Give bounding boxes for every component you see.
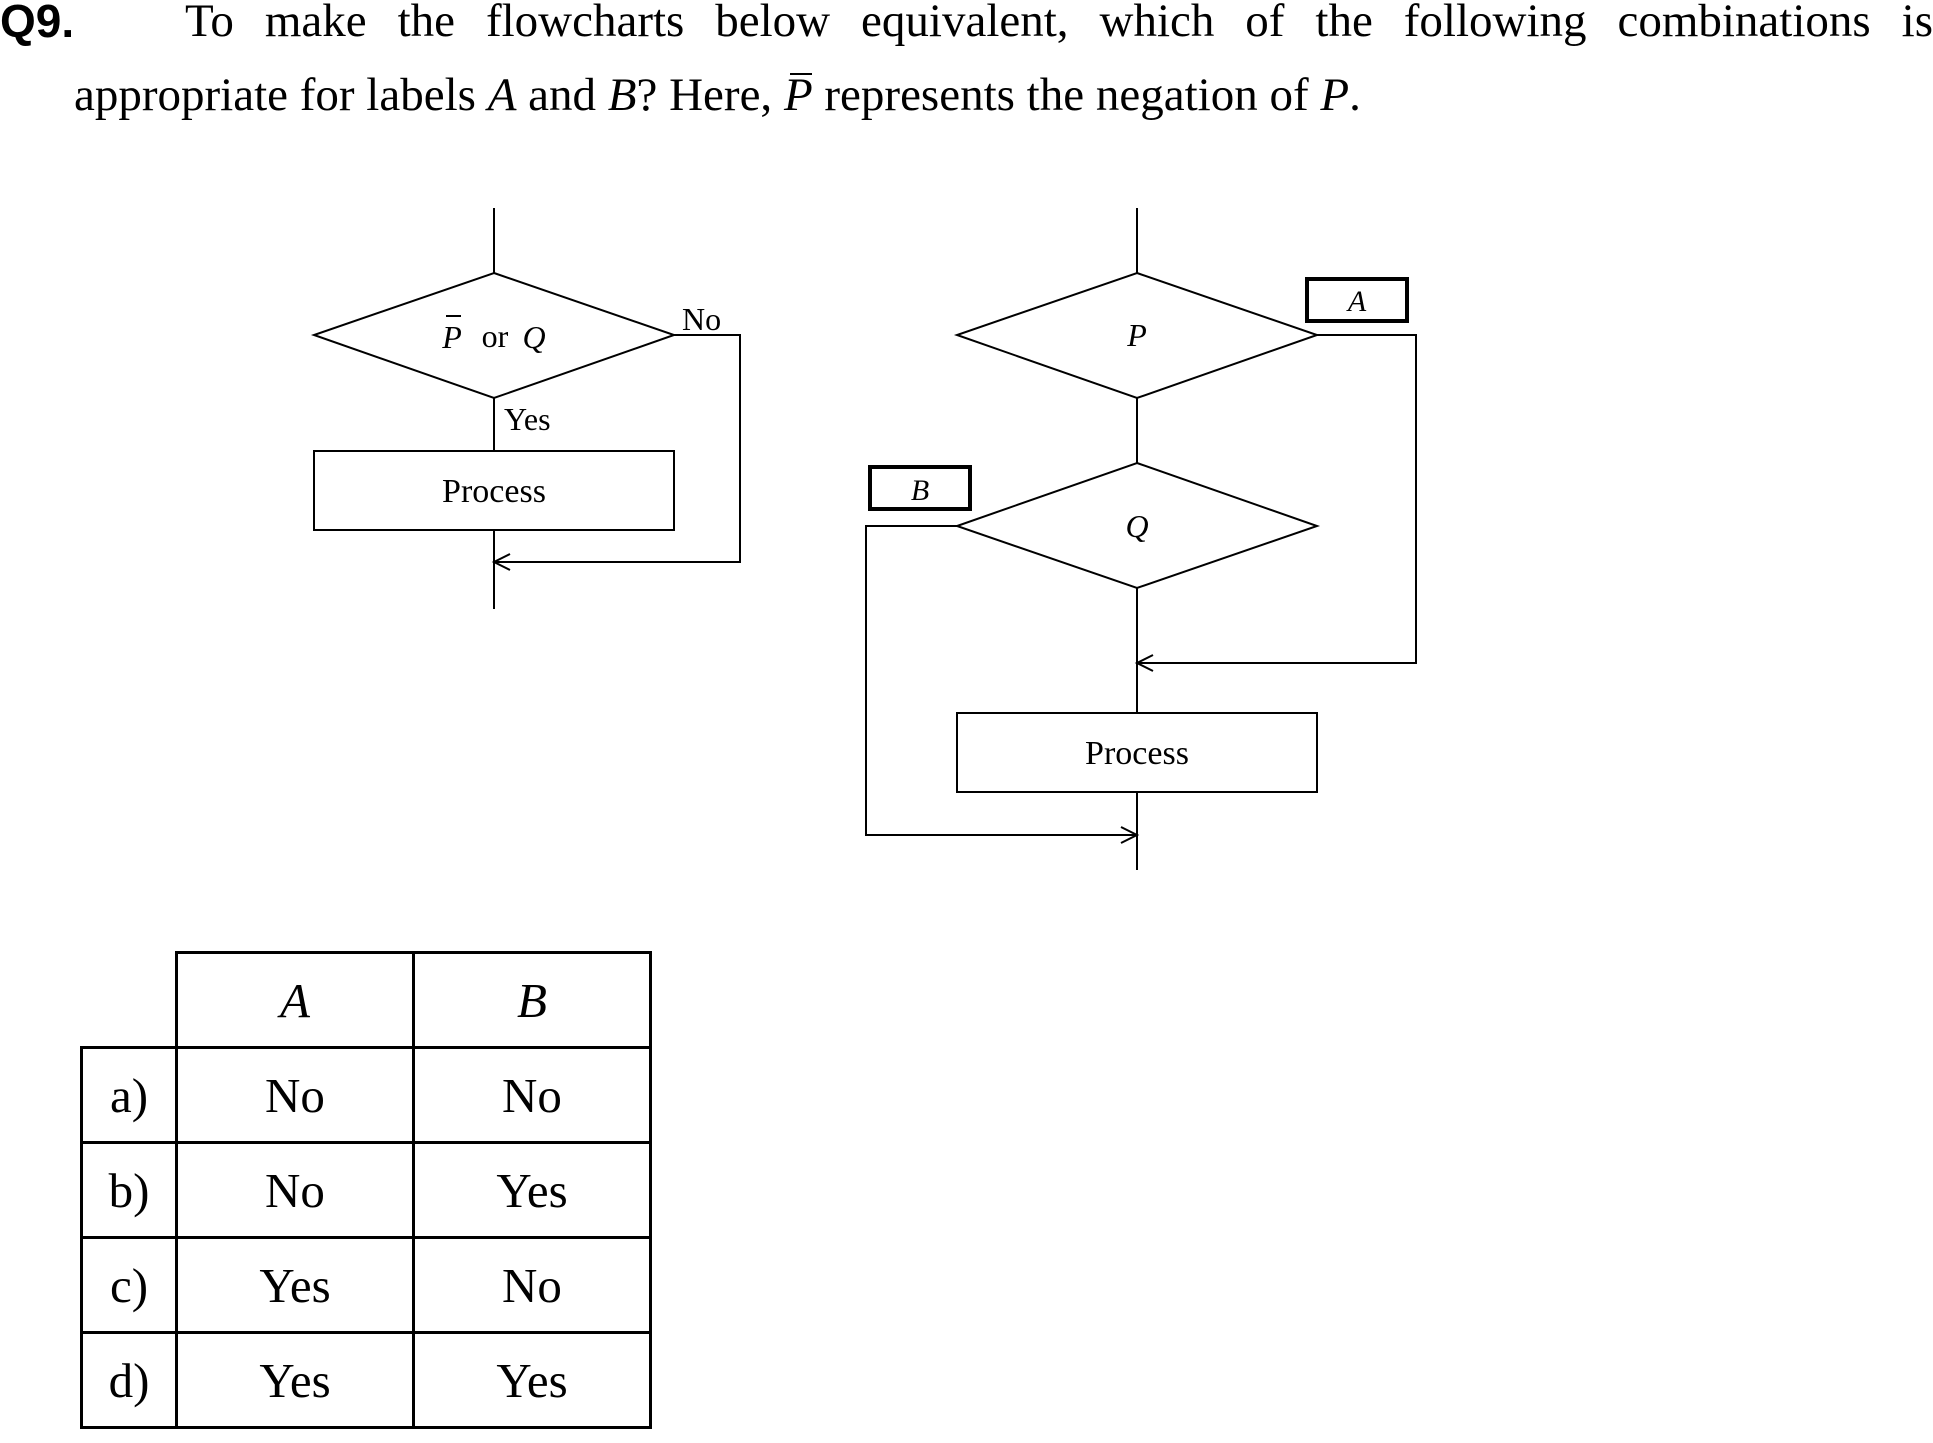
process-label: Process [1085, 735, 1189, 772]
option-label: a) [80, 1046, 178, 1144]
arrow-head [491, 553, 511, 571]
flowchart-right-labels: A B P Q Process [868, 277, 1409, 772]
flowchart-right [865, 208, 1417, 870]
cell-a: No [175, 1046, 415, 1144]
table-row: b) No Yes [80, 1141, 652, 1239]
process-box [956, 712, 1318, 793]
condition-or: or [482, 318, 509, 354]
cell-a: Yes [175, 1331, 415, 1429]
question-text: represents the negation of [812, 69, 1321, 121]
condition-q: Q [522, 319, 545, 355]
p-symbol: P [1320, 69, 1350, 121]
table-header-row: A B [81, 951, 652, 1049]
cell-b: No [412, 1236, 652, 1334]
decision-q-label: Q [1125, 508, 1148, 544]
label-b: B [911, 474, 929, 507]
process-label: Process [442, 473, 546, 510]
negated-p-symbol: P [783, 69, 813, 121]
flowchart-left-text: P or Q No Yes Process [441, 301, 721, 510]
question-text-line2: appropriate for labels A and B? Here, P … [74, 68, 1361, 122]
option-label: d) [80, 1331, 178, 1429]
label-b-box [868, 465, 972, 511]
cell-a: No [175, 1141, 415, 1239]
cell-a: Yes [175, 1236, 415, 1334]
label-b-ref: B [607, 69, 637, 121]
no-label: No [682, 301, 721, 337]
flowchart-left [310, 208, 741, 609]
option-label: c) [80, 1236, 178, 1334]
label-a-ref: A [487, 69, 517, 121]
question-number: Q9. [0, 0, 75, 47]
no-branch-line [494, 334, 741, 563]
cell-b: No [412, 1046, 652, 1144]
label-a: A [1346, 285, 1367, 318]
question-text: appropriate for labels [74, 69, 488, 121]
condition-p: P [441, 319, 462, 355]
table-row: d) Yes Yes [80, 1331, 652, 1429]
question-text: . [1349, 69, 1361, 121]
yes-label: Yes [504, 401, 551, 437]
column-header-a: A [175, 951, 415, 1049]
table-row: c) Yes No [80, 1236, 652, 1334]
column-header-b: B [412, 951, 652, 1049]
table-corner-cell [81, 952, 178, 1049]
answer-table: A B a) No No b) No Yes c) Yes No d) Yes … [80, 951, 652, 1429]
cell-b: Yes [412, 1331, 652, 1429]
table-row: a) No No [80, 1046, 652, 1144]
decision-p-label: P [1126, 317, 1147, 353]
a-branch-line [1137, 334, 1417, 664]
b-branch-line [865, 525, 1137, 836]
question-text: ? Here, [636, 69, 784, 121]
question-text-line1: To make the flowcharts below equivalent,… [185, 0, 1933, 47]
arrow-head [1134, 654, 1154, 672]
question-text: and [516, 69, 608, 121]
arrow-head [1120, 826, 1140, 844]
cell-b: Yes [412, 1141, 652, 1239]
option-label: b) [80, 1141, 178, 1239]
label-a-box [1305, 277, 1409, 323]
